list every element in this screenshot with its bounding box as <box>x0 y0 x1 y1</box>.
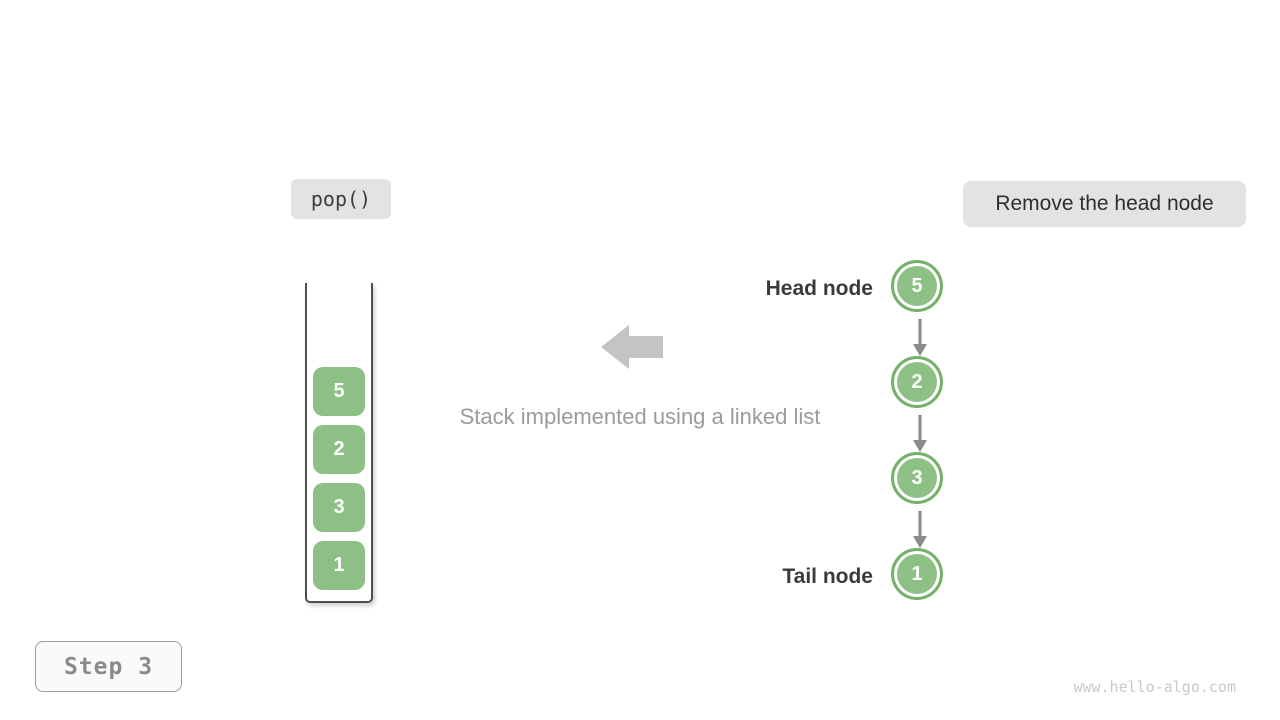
down-arrow-icon <box>913 319 927 356</box>
watermark-text: www.hello-algo.com <box>1073 678 1236 696</box>
linked-list-node: 1 <box>891 548 943 600</box>
operation-label: pop() <box>291 179 391 219</box>
action-label: Remove the head node <box>963 181 1246 227</box>
linked-list-node: 3 <box>891 452 943 504</box>
head-node-label: Head node <box>765 277 873 300</box>
caption-text: Stack implemented using a linked list <box>459 404 821 429</box>
stack-item: 3 <box>313 483 365 532</box>
stack-item: 5 <box>313 367 365 416</box>
stack-container: 5 2 3 1 <box>305 283 373 603</box>
stack-item: 1 <box>313 541 365 590</box>
left-block-arrow-icon <box>601 325 663 369</box>
step-badge: Step 3 <box>35 641 182 692</box>
linked-list-node: 2 <box>891 356 943 408</box>
linked-list-node: 5 <box>891 260 943 312</box>
tail-node-label: Tail node <box>782 565 873 588</box>
stack-item: 2 <box>313 425 365 474</box>
down-arrow-icon <box>913 511 927 548</box>
